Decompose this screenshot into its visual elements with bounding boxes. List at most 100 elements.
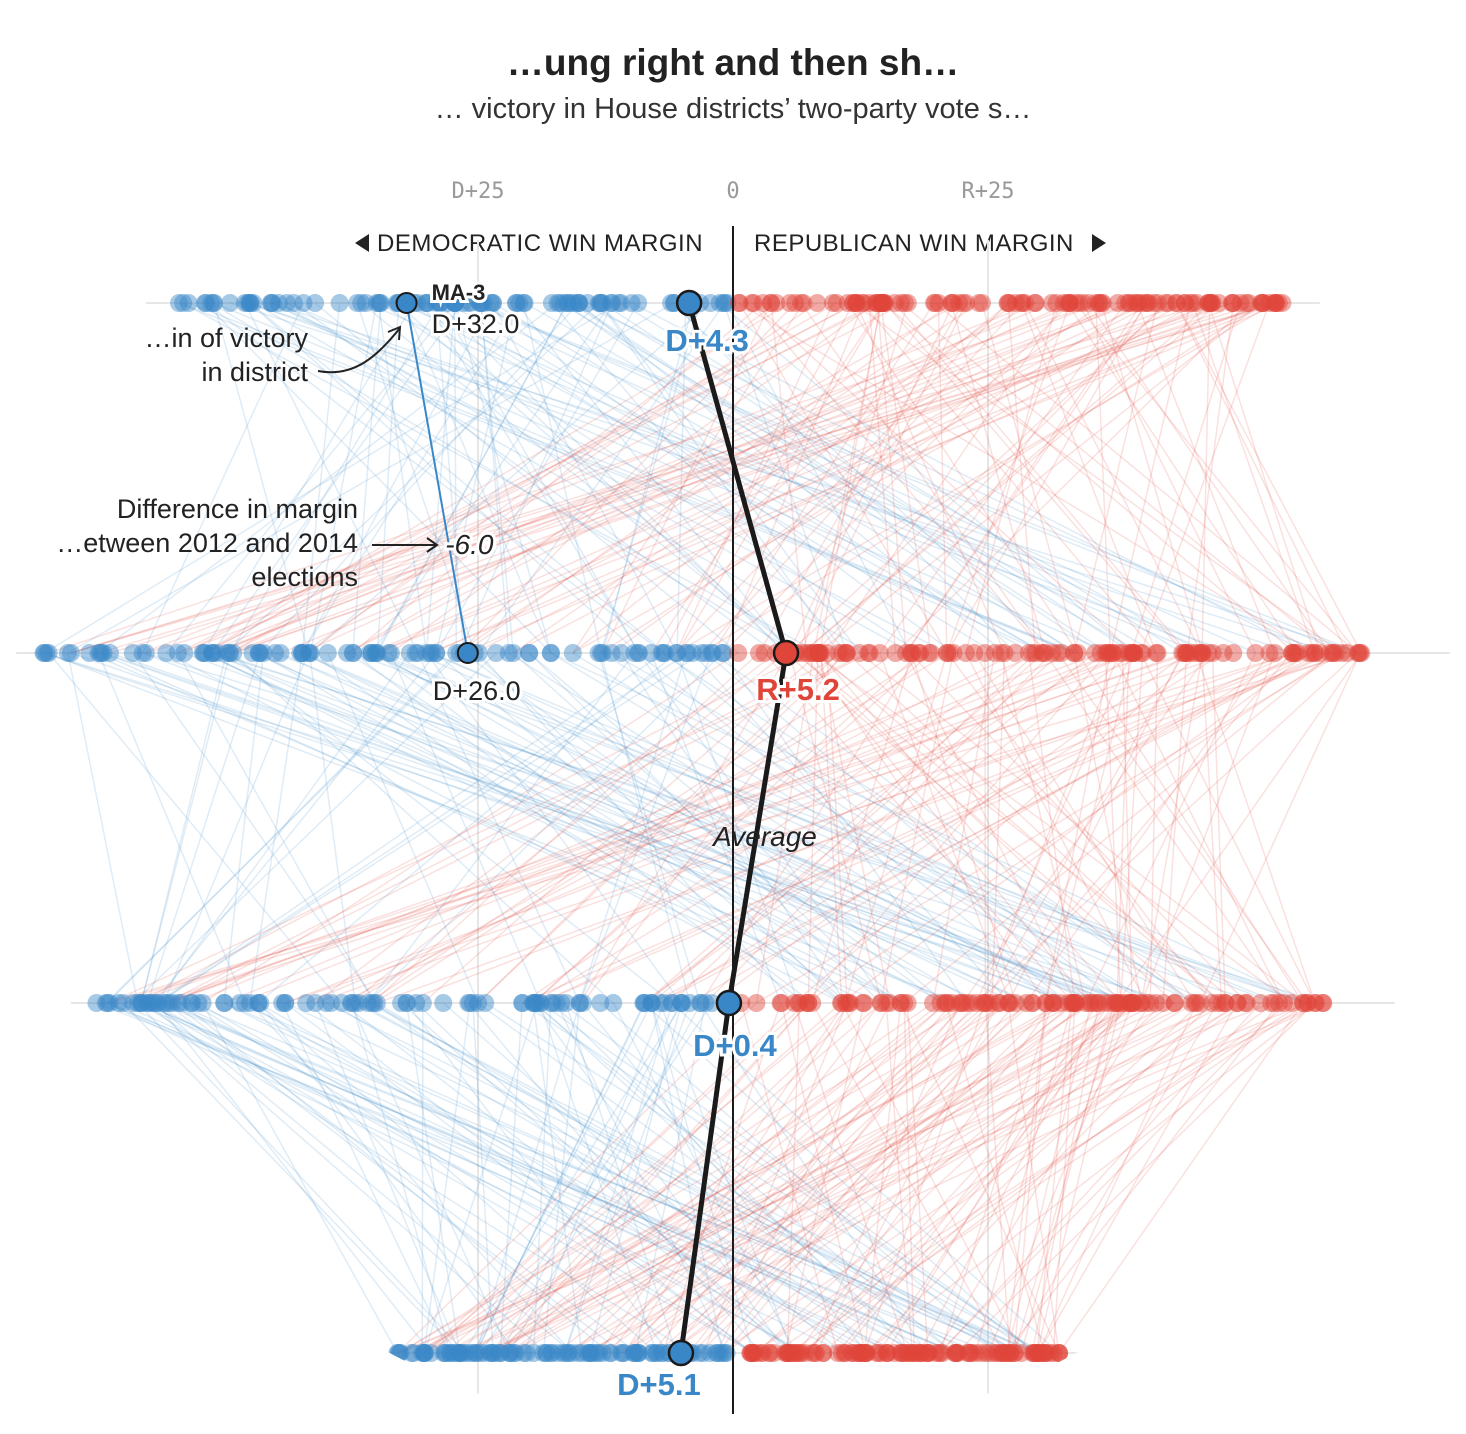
district-change-line — [602, 302, 694, 654]
district-change-line — [668, 1002, 977, 1354]
district-change-line — [232, 652, 614, 1004]
district-dot — [1283, 644, 1302, 662]
district-dot — [1121, 994, 1140, 1012]
district-dot — [708, 1344, 727, 1362]
district-dot — [838, 294, 857, 312]
district-dot — [1147, 994, 1166, 1012]
district-dot — [947, 1344, 966, 1362]
district-dot — [445, 294, 464, 312]
district-dot — [859, 644, 878, 662]
district-change-line — [483, 302, 954, 654]
district-change-line — [435, 302, 465, 654]
district-change-line — [258, 652, 865, 1004]
district-change-line — [934, 302, 1359, 654]
district-dot — [92, 644, 111, 662]
district-dot — [973, 994, 992, 1012]
district-dot — [1026, 644, 1045, 662]
district-dot — [1120, 994, 1139, 1012]
district-change-line — [826, 652, 848, 1004]
district-change-line — [885, 1002, 913, 1354]
district-dot — [1165, 994, 1184, 1012]
district-change-line — [722, 302, 1071, 654]
district-change-line — [70, 302, 1233, 654]
district-dot — [91, 644, 110, 662]
district-change-line — [861, 302, 1157, 654]
district-dot — [870, 644, 889, 662]
district-dot — [1058, 294, 1077, 312]
district-dot — [263, 294, 282, 312]
district-dot — [1042, 294, 1061, 312]
district-dot — [999, 994, 1018, 1012]
district-dot — [602, 294, 621, 312]
district-change-line — [599, 1002, 999, 1354]
district-dot — [193, 994, 212, 1012]
district-change-line — [965, 302, 1058, 654]
district-change-line — [1140, 652, 1204, 1004]
district-change-line — [307, 302, 777, 654]
district-change-line — [1057, 652, 1309, 1004]
district-change-line — [579, 652, 687, 1004]
district-change-line — [599, 302, 840, 654]
district-dot — [381, 644, 400, 662]
chart-title: …ung right and then sh… — [507, 42, 959, 83]
district-dot — [998, 294, 1017, 312]
district-dot — [592, 294, 611, 312]
district-change-line — [642, 1002, 1035, 1354]
district-change-line — [1025, 652, 1271, 1004]
district-dot — [792, 294, 811, 312]
district-change-line — [415, 652, 1197, 1004]
district-change-line — [459, 302, 796, 654]
district-change-line — [471, 302, 1361, 654]
district-dot — [1182, 994, 1201, 1012]
district-dot — [1017, 994, 1036, 1012]
district-dot — [976, 644, 995, 662]
district-dot — [1006, 994, 1025, 1012]
district-change-line — [1020, 302, 1157, 654]
district-dot — [422, 1344, 441, 1362]
district-change-line — [229, 302, 1333, 654]
district-change-line — [1149, 652, 1159, 1004]
district-dot — [318, 644, 337, 662]
district-change-line — [799, 1002, 1275, 1354]
district-dot — [547, 994, 566, 1012]
district-change-line — [794, 652, 1238, 1004]
district-change-line — [1162, 652, 1188, 1004]
margin-note-line2: in district — [201, 357, 308, 387]
district-dot — [1062, 994, 1081, 1012]
district-dot — [459, 994, 478, 1012]
district-dot — [1351, 644, 1370, 662]
district-change-line — [540, 1002, 1038, 1354]
district-dot — [789, 994, 808, 1012]
district-dot — [988, 1344, 1007, 1362]
district-dot — [959, 1344, 978, 1362]
district-dot — [365, 994, 384, 1012]
district-dot — [753, 1344, 772, 1362]
district-change-line — [477, 1002, 955, 1354]
district-change-line — [602, 652, 1151, 1004]
district-change-line — [1007, 652, 1183, 1004]
district-dot — [850, 644, 869, 662]
district-dot — [957, 994, 976, 1012]
district-change-line — [375, 302, 1212, 654]
district-change-line — [377, 302, 428, 654]
district-dot — [1111, 994, 1130, 1012]
district-change-line — [305, 652, 1133, 1004]
district-dot — [157, 644, 176, 662]
district-change-line — [572, 1002, 946, 1354]
district-dot — [215, 994, 234, 1012]
district-change-line — [515, 302, 790, 654]
district-dot — [1023, 644, 1042, 662]
district-dot — [876, 294, 895, 312]
district-change-line — [379, 302, 921, 654]
district-change-line — [475, 1002, 645, 1354]
district-dot — [1269, 294, 1288, 312]
district-change-line — [253, 302, 871, 654]
district-change-line — [132, 652, 497, 1004]
district-dot — [1139, 294, 1158, 312]
district-change-line — [500, 1002, 682, 1354]
district-dot — [293, 644, 312, 662]
district-dot — [136, 644, 155, 662]
district-change-line — [155, 652, 411, 1004]
district-dot — [814, 1344, 833, 1362]
